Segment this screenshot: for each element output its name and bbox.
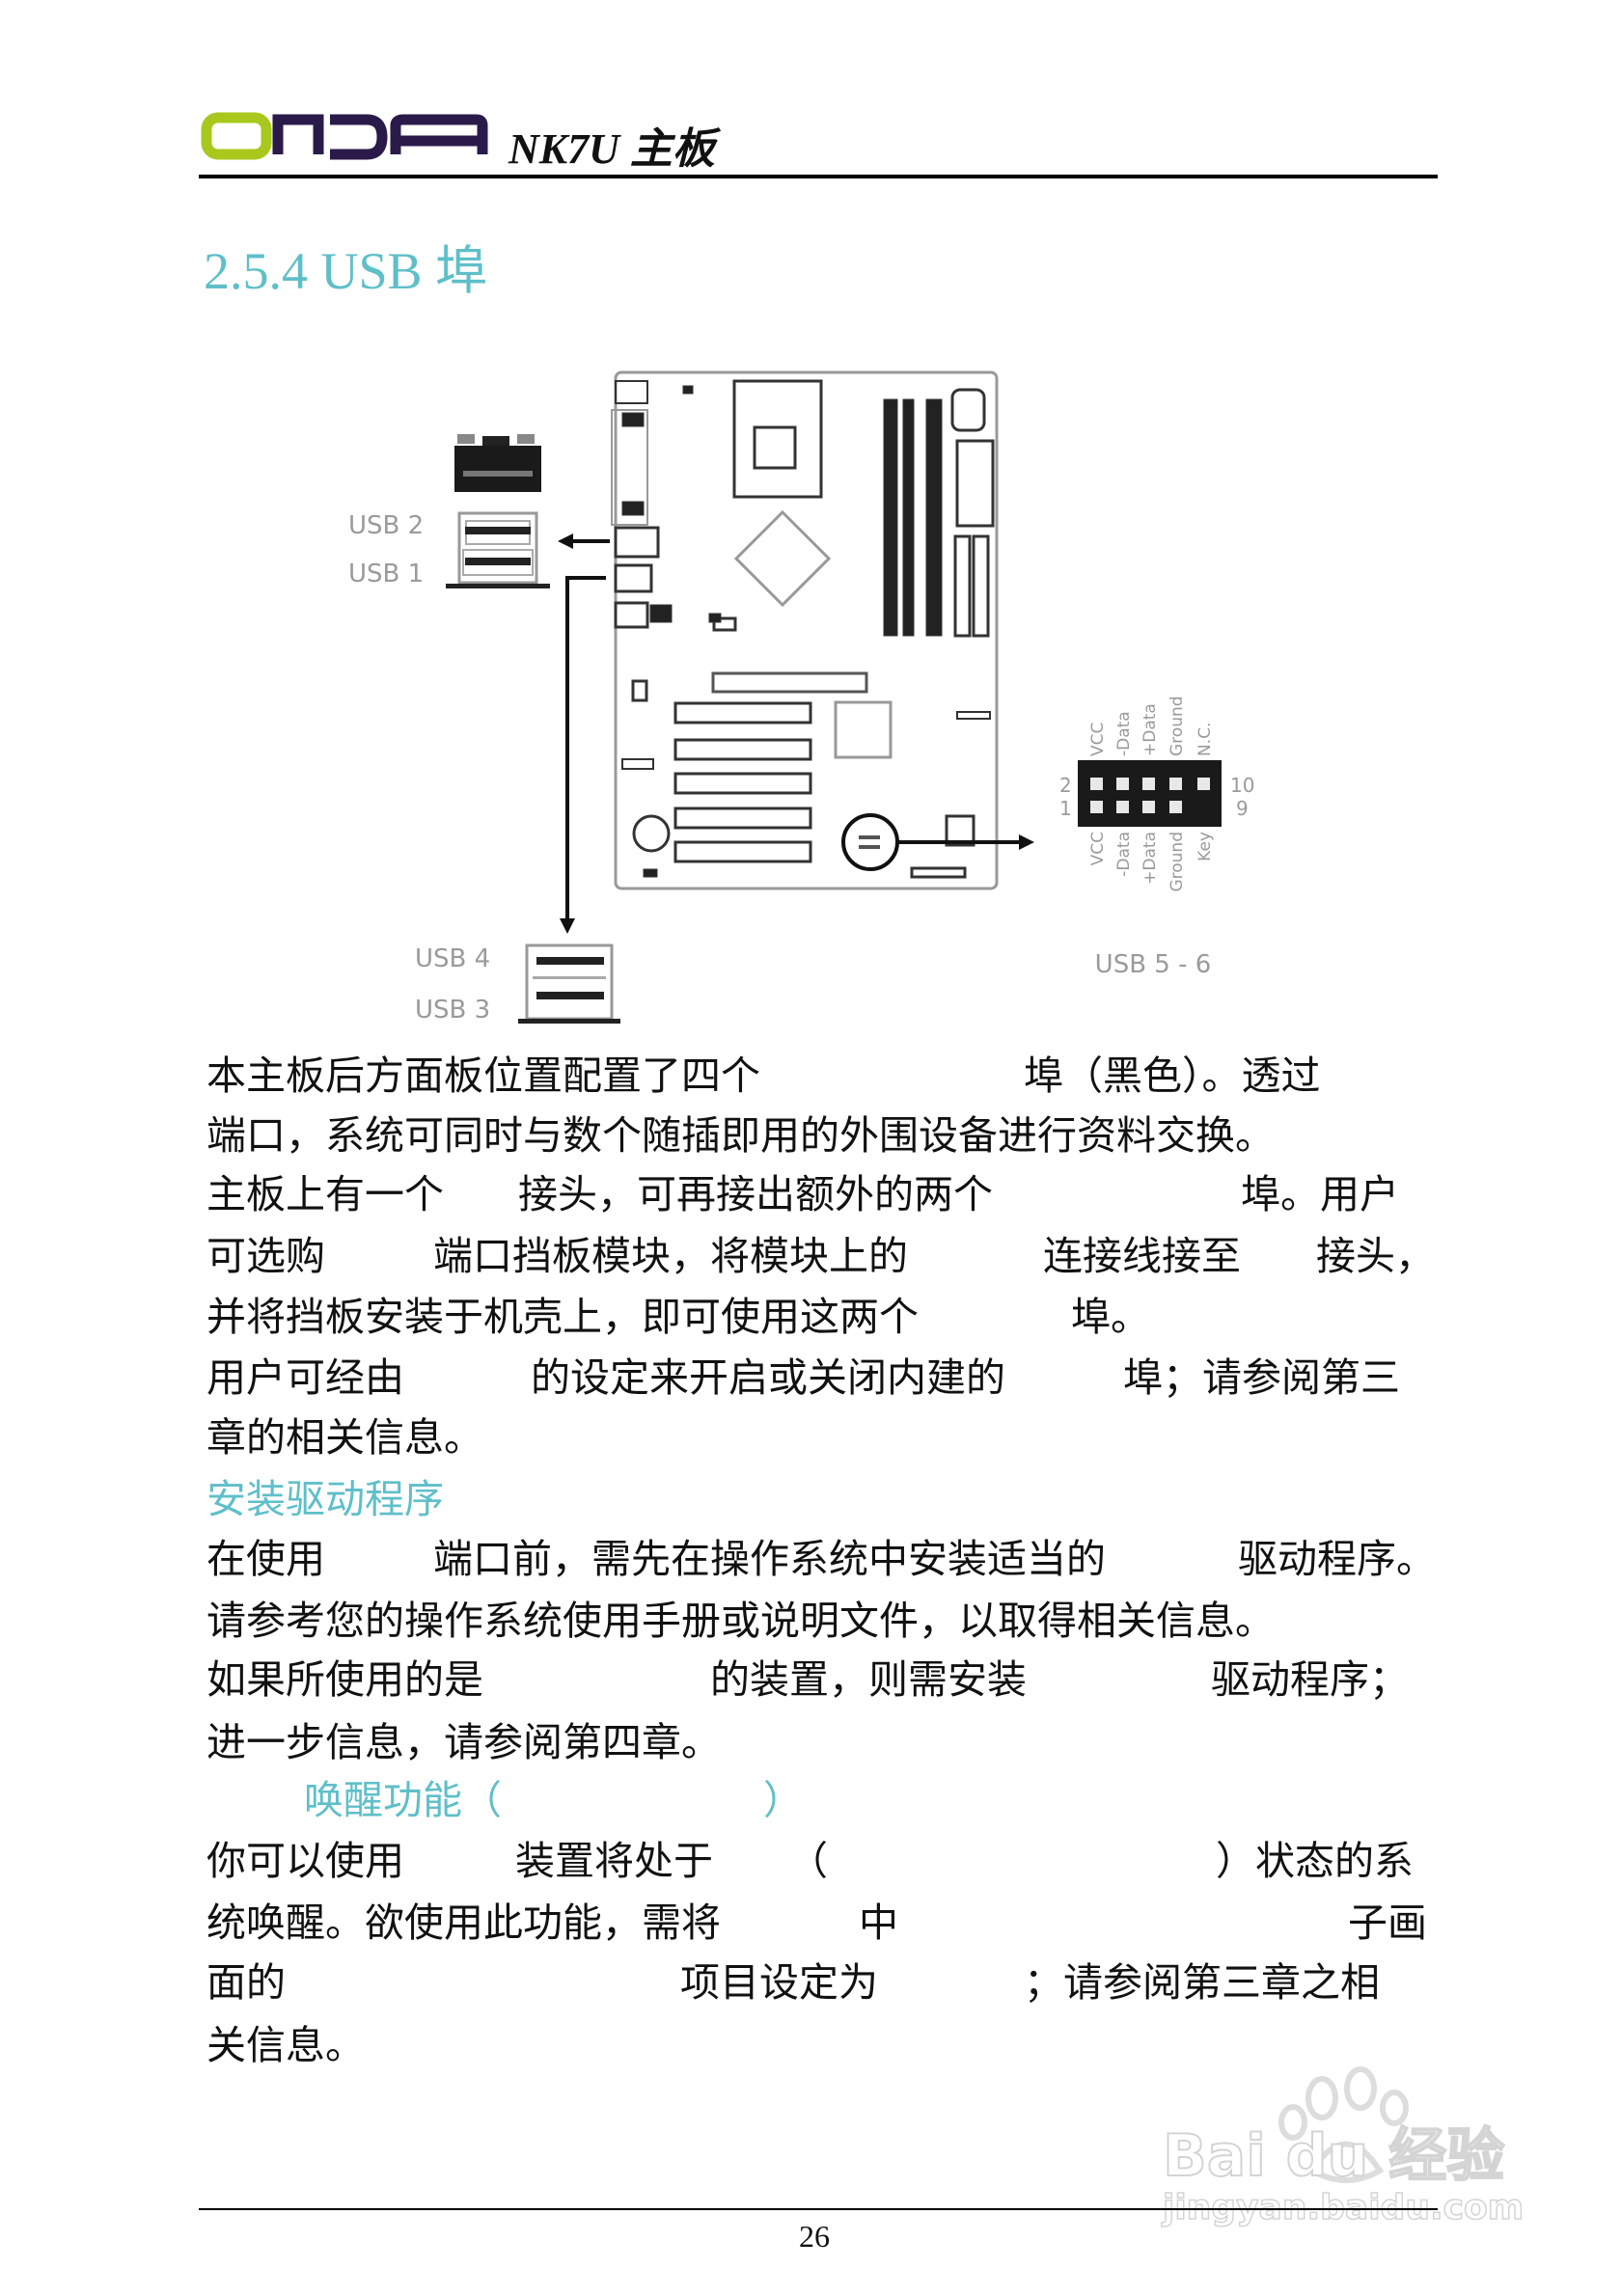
usb1-label: USB 1 (348, 560, 424, 588)
text-run: 本主板后方面板位置配置了四个 (206, 1052, 760, 1099)
text-run: 埠。 (1071, 1294, 1150, 1340)
text-run: 请参考您的操作系统使用手册或说明文件，以取得相关信息。 (206, 1598, 1275, 1644)
top-pin-label: +Data (1140, 703, 1160, 756)
watermark-brand: Bai du 经验 (1162, 2121, 1505, 2191)
text-run: 你可以使用 (206, 1838, 404, 1884)
top-pin-label: -Data (1114, 711, 1134, 756)
text-run: 并将挡板安装于机壳上，即可使用这两个 (206, 1294, 919, 1340)
text-run: 章的相关信息。 (206, 1414, 483, 1461)
usb3-4-connector (518, 943, 620, 1024)
top-pin-label: Ground (1168, 696, 1187, 756)
text-run: 端口挡板模块，将模块上的 (433, 1233, 908, 1279)
usb5-6-header-highlight (841, 813, 1034, 871)
top-pin-label: N.C. (1195, 723, 1215, 756)
subheading-install-driver: 安装驱动程序 (206, 1476, 444, 1522)
text-run: 端口，系统可同时与数个随插即用的外围设备进行资料交换。 (206, 1112, 1275, 1159)
text-run: 接头， (1316, 1233, 1435, 1279)
text-run: 可选购 (206, 1233, 325, 1279)
pci-slots (673, 701, 812, 863)
text-run: 驱动程序； (1211, 1656, 1409, 1703)
text-run: 中 (859, 1900, 898, 1946)
top-pin-labels: VCC -Data +Data Ground N.C. (1088, 696, 1215, 756)
text-run: 连接线接至 (1043, 1233, 1241, 1279)
text-run: 驱动程序。 (1238, 1536, 1436, 1582)
section-title: 2.5.4 USB 埠 (204, 242, 488, 300)
text-run: 用户可经由 (206, 1354, 404, 1401)
bottom-pin-label: VCC (1088, 832, 1108, 865)
text-run: 埠；请参阅第三 (1123, 1354, 1400, 1401)
usb4-label: USB 4 (415, 944, 490, 973)
text-run: 关信息。 (206, 2022, 365, 2068)
usb2-label: USB 2 (348, 511, 424, 540)
usb5-6-label: USB 5 - 6 (1095, 950, 1212, 979)
top-pin-label: VCC (1088, 723, 1108, 756)
text-run: 端口前，需先在操作系统中安装适当的 (433, 1536, 1106, 1582)
pin-2-label: 2 (1059, 774, 1072, 797)
text-run: 埠。用户 (1241, 1171, 1399, 1217)
bottom-pin-label: -Data (1114, 832, 1134, 877)
text-run: 统唤醒。欲使用此功能，需将 (206, 1900, 721, 1946)
subheading-wake-close: ） (763, 1777, 803, 1823)
arrow-to-usb1-2 (558, 533, 610, 549)
text-run: 的设定来开启或关闭内建的 (531, 1354, 1005, 1401)
footer-rule (199, 2208, 1438, 2210)
bottom-pin-label: Ground (1168, 832, 1187, 892)
text-run: 埠（黑色）。透过 (1024, 1052, 1321, 1099)
pin-10-label: 10 (1230, 774, 1254, 797)
usb1-2-rear-connector (446, 434, 550, 588)
header-rule (199, 175, 1438, 178)
text-run: 的装置，则需安装 (710, 1656, 1027, 1703)
text-run: 在使用 (206, 1536, 325, 1582)
bottom-pin-label: +Data (1140, 832, 1160, 885)
pin-9-label: 9 (1236, 797, 1249, 820)
header-title: NK7U 主板 (508, 125, 715, 173)
text-run: ；请参阅第三章之相 (1024, 1959, 1380, 2006)
text-run: 装置将处于 (515, 1838, 713, 1884)
page-number: 26 (799, 2219, 830, 2254)
bottom-pin-labels: VCC -Data +Data Ground Key (1088, 832, 1215, 892)
watermark-url: jingyan.baidu.com (1162, 2187, 1525, 2228)
text-run: ）状态的系 (1216, 1838, 1414, 1884)
text-run: 进一步信息，请参阅第四章。 (206, 1719, 721, 1765)
subheading-wake: 唤醒功能（ (304, 1777, 502, 1823)
pin-1-label: 1 (1059, 797, 1072, 820)
text-run: 子画 (1348, 1900, 1427, 1946)
text-run: （ (788, 1838, 828, 1884)
bottom-pin-label: Key (1195, 832, 1215, 861)
text-run: 主板上有一个 (206, 1171, 444, 1217)
text-run: 如果所使用的是 (206, 1656, 483, 1703)
text-run: 项目设定为 (680, 1959, 878, 2006)
baidu-paw-icon (1278, 2066, 1409, 2183)
usb3-label: USB 3 (415, 996, 490, 1025)
usb5-6-pin-header (1078, 760, 1222, 827)
motherboard-outline (611, 370, 999, 890)
text-run: 面的 (206, 1959, 286, 2006)
onda-logo (201, 112, 488, 160)
text-run: 接头，可再接出额外的两个 (518, 1171, 993, 1217)
arrow-to-usb3-4 (560, 576, 606, 934)
